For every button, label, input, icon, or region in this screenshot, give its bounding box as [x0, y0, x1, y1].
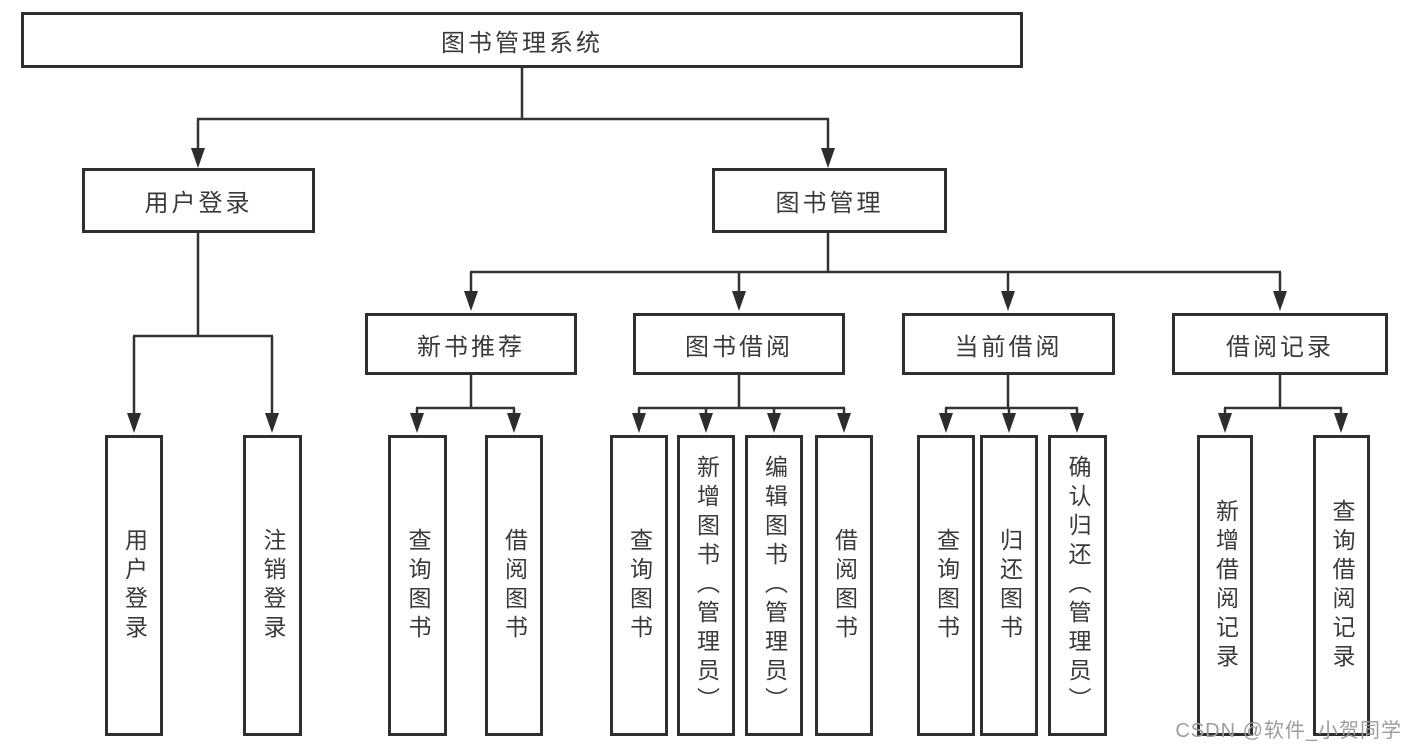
node-leaf-confirm-return-admin: 确认归还（管理员）	[1048, 435, 1107, 736]
node-leaf-borrow-books-label: 借阅图书	[831, 527, 858, 644]
node-borrow-records-label: 借阅记录	[1226, 333, 1334, 361]
node-leaf-query-books-borrow-label: 查询图书	[626, 527, 653, 644]
node-user-login-label: 用户登录	[144, 190, 253, 217]
node-leaf-add-borrow-record-label: 新增借阅记录	[1212, 498, 1239, 673]
node-root: 图书管理系统	[21, 12, 1023, 68]
node-new-book-recommend: 新书推荐	[365, 313, 577, 375]
node-leaf-query-borrow-record-label: 查询借阅记录	[1329, 498, 1355, 673]
node-book-borrow-label: 图书借阅	[685, 333, 793, 361]
edge-current-borrow-children	[939, 375, 1084, 433]
node-leaf-user-login-label: 用户登录	[121, 527, 148, 644]
edge-user-login-to-children	[127, 233, 279, 433]
node-leaf-return-books-label: 归还图书	[996, 527, 1023, 644]
node-leaf-logout: 注销登录	[243, 435, 302, 736]
node-leaf-add-borrow-record: 新增借阅记录	[1197, 435, 1253, 736]
node-leaf-return-books: 归还图书	[980, 435, 1038, 736]
node-book-management: 图书管理	[712, 168, 947, 233]
node-book-borrow: 图书借阅	[633, 313, 845, 375]
node-leaf-borrow-books: 借阅图书	[815, 435, 873, 736]
node-leaf-query-books-recommend-label: 查询图书	[405, 527, 431, 644]
node-current-borrow-label: 当前借阅	[954, 333, 1063, 361]
node-leaf-add-books-admin: 新增图书（管理员）	[677, 435, 735, 736]
edge-root-to-level2	[191, 68, 835, 168]
node-leaf-query-borrow-record: 查询借阅记录	[1313, 435, 1370, 736]
node-root-label: 图书管理系统	[441, 29, 603, 57]
node-leaf-borrow-books-recommend-label: 借阅图书	[501, 527, 528, 644]
edge-borrow-records-children	[1218, 375, 1348, 433]
csdn-watermark: CSDN @软件_小贺同学	[1175, 720, 1402, 742]
node-leaf-edit-books-admin: 编辑图书（管理员）	[745, 435, 803, 736]
edge-book-management-to-level3	[464, 233, 1287, 311]
edge-new-book-recommend-children	[410, 375, 521, 433]
node-leaf-add-books-admin-label: 新增图书（管理员）	[693, 455, 720, 716]
edge-book-borrow-children	[632, 375, 851, 433]
node-new-book-recommend-label: 新书推荐	[417, 333, 525, 361]
node-borrow-records: 借阅记录	[1172, 313, 1388, 375]
node-leaf-confirm-return-admin-label: 确认归还（管理员）	[1065, 455, 1091, 716]
node-leaf-user-login: 用户登录	[105, 435, 163, 736]
node-leaf-borrow-books-recommend: 借阅图书	[485, 435, 543, 736]
node-leaf-query-books-current: 查询图书	[917, 435, 975, 736]
node-leaf-edit-books-admin-label: 编辑图书（管理员）	[761, 455, 788, 716]
node-leaf-query-books-borrow: 查询图书	[610, 435, 668, 736]
node-current-borrow: 当前借阅	[902, 313, 1115, 375]
node-leaf-logout-label: 注销登录	[260, 527, 286, 644]
node-leaf-query-books-current-label: 查询图书	[933, 527, 960, 644]
node-book-management-label: 图书管理	[775, 190, 884, 217]
node-user-login: 用户登录	[82, 168, 315, 233]
node-leaf-query-books-recommend: 查询图书	[388, 435, 447, 736]
